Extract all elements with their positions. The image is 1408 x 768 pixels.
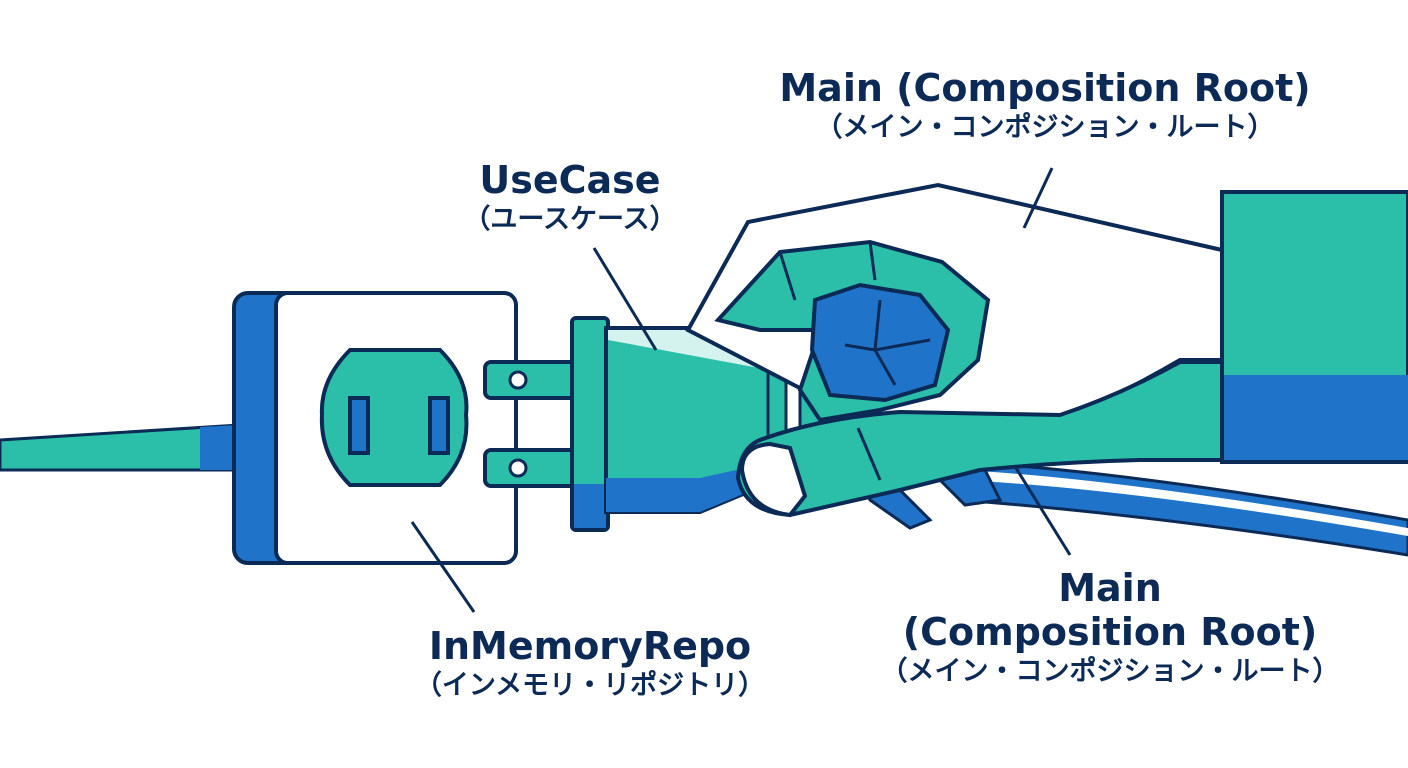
main-bottom-title-line2: (Composition Root) — [902, 610, 1318, 654]
usecase-title: UseCase — [479, 158, 661, 202]
main-bottom-subtitle: （メイン・コンポジション・ルート） — [880, 656, 1340, 687]
main-composition-root-label-top: Main (Composition Root) （メイン・コンポジション・ルート… — [745, 66, 1345, 146]
cable-icon — [958, 460, 1408, 557]
usecase-label: UseCase （ユースケース） — [420, 158, 720, 238]
main-top-subtitle: （メイン・コンポジション・ルート） — [815, 112, 1275, 143]
repo-title: InMemoryRepo — [428, 624, 752, 668]
main-bottom-title-line1: Main — [1058, 566, 1162, 610]
repo-subtitle: （インメモリ・リポジトリ） — [414, 670, 766, 701]
leader-lines — [410, 167, 1072, 613]
socket-cable-icon — [0, 423, 242, 472]
main-top-title: Main (Composition Root) — [779, 66, 1311, 110]
inmemory-repo-label: InMemoryRepo （インメモリ・リポジトリ） — [380, 624, 800, 704]
hand-icon — [685, 182, 1408, 530]
usecase-subtitle: （ユースケース） — [463, 204, 677, 235]
wall-outlet-icon — [232, 291, 518, 565]
main-composition-root-label-bottom: Main (Composition Root) （メイン・コンポジション・ルート… — [830, 566, 1390, 690]
